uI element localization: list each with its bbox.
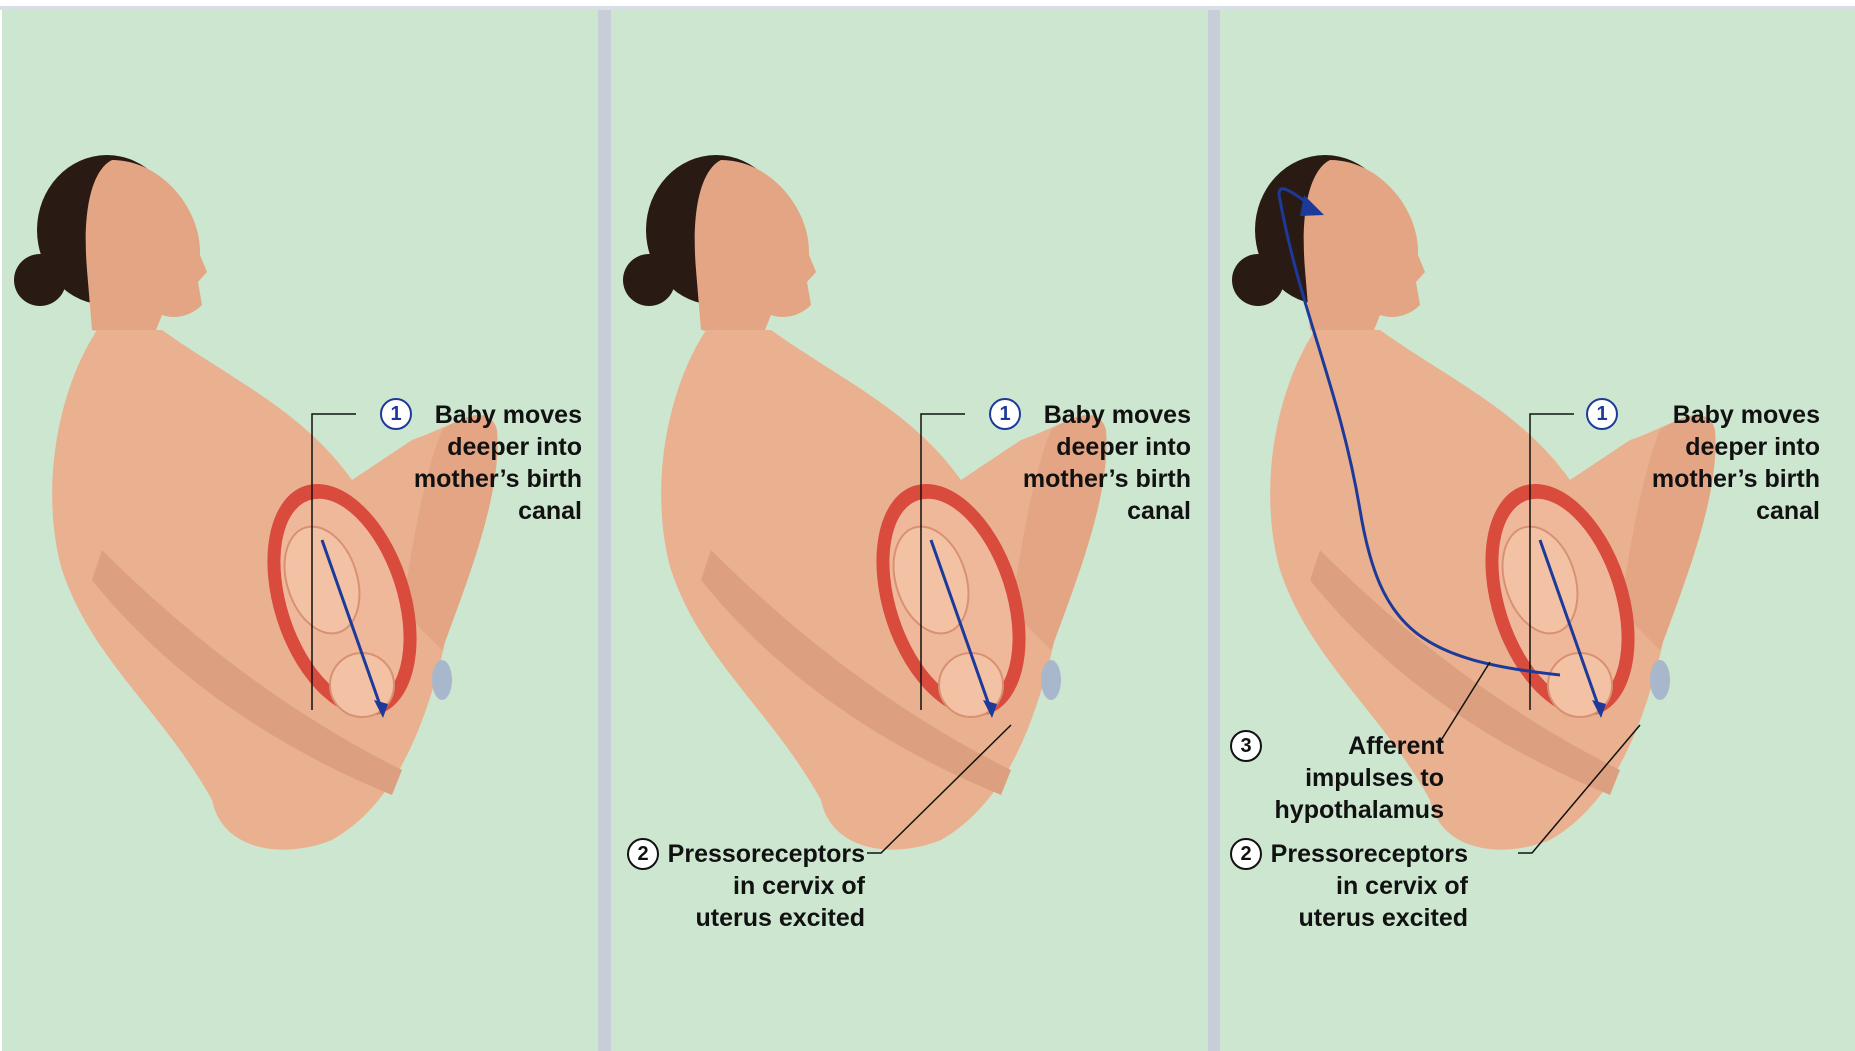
panel-1: 1 Baby moves deeper into mother’s birth … — [2, 10, 598, 1051]
step-1-line-4: canal — [991, 495, 1191, 527]
step-1-line-1: Baby moves — [991, 399, 1191, 431]
step-2-line-1: Pressoreceptors — [1260, 838, 1468, 870]
step-2-line-3: uterus excited — [1260, 902, 1468, 934]
step-3-line-3: hypothalamus — [1264, 794, 1444, 826]
step-1-label: Baby moves deeper into mother’s birth ca… — [382, 399, 582, 527]
step-1-line-1: Baby moves — [1620, 399, 1820, 431]
step-3-line-2: impulses to — [1264, 762, 1444, 794]
step-3-number: 3 — [1230, 730, 1262, 762]
step-1-label: Baby moves deeper into mother’s birth ca… — [1620, 399, 1820, 527]
step-1-line-4: canal — [1620, 495, 1820, 527]
step-1-line-2: deeper into — [382, 431, 582, 463]
step-1-line-3: mother’s birth — [991, 463, 1191, 495]
panel-3: 1 Baby moves deeper into mother’s birth … — [1220, 10, 1855, 1051]
step-1-line-3: mother’s birth — [1620, 463, 1820, 495]
panel-divider-2 — [1208, 10, 1220, 1051]
step-2-line-2: in cervix of — [1260, 870, 1468, 902]
panel-divider-1 — [598, 10, 611, 1051]
step-2-number: 2 — [1230, 838, 1262, 870]
step-2-label: Pressoreceptors in cervix of uterus exci… — [657, 838, 865, 934]
step-1-line-2: deeper into — [991, 431, 1191, 463]
panel-2: 1 Baby moves deeper into mother’s birth … — [611, 10, 1208, 1051]
step-1-line-1: Baby moves — [382, 399, 582, 431]
step-1-line-2: deeper into — [1620, 431, 1820, 463]
pregnant-woman-illustration — [2, 10, 598, 1051]
step-1-line-3: mother’s birth — [382, 463, 582, 495]
step-3-label: Afferent impulses to hypothalamus — [1264, 730, 1444, 826]
step-2-number: 2 — [627, 838, 659, 870]
step-2-label: Pressoreceptors in cervix of uterus exci… — [1260, 838, 1468, 934]
step-2-line-2: in cervix of — [657, 870, 865, 902]
step-1-line-4: canal — [382, 495, 582, 527]
step-2-line-1: Pressoreceptors — [657, 838, 865, 870]
step-2-line-3: uterus excited — [657, 902, 865, 934]
step-1-number: 1 — [1586, 398, 1618, 430]
step-3-line-1: Afferent — [1264, 730, 1444, 762]
step-1-label: Baby moves deeper into mother’s birth ca… — [991, 399, 1191, 527]
